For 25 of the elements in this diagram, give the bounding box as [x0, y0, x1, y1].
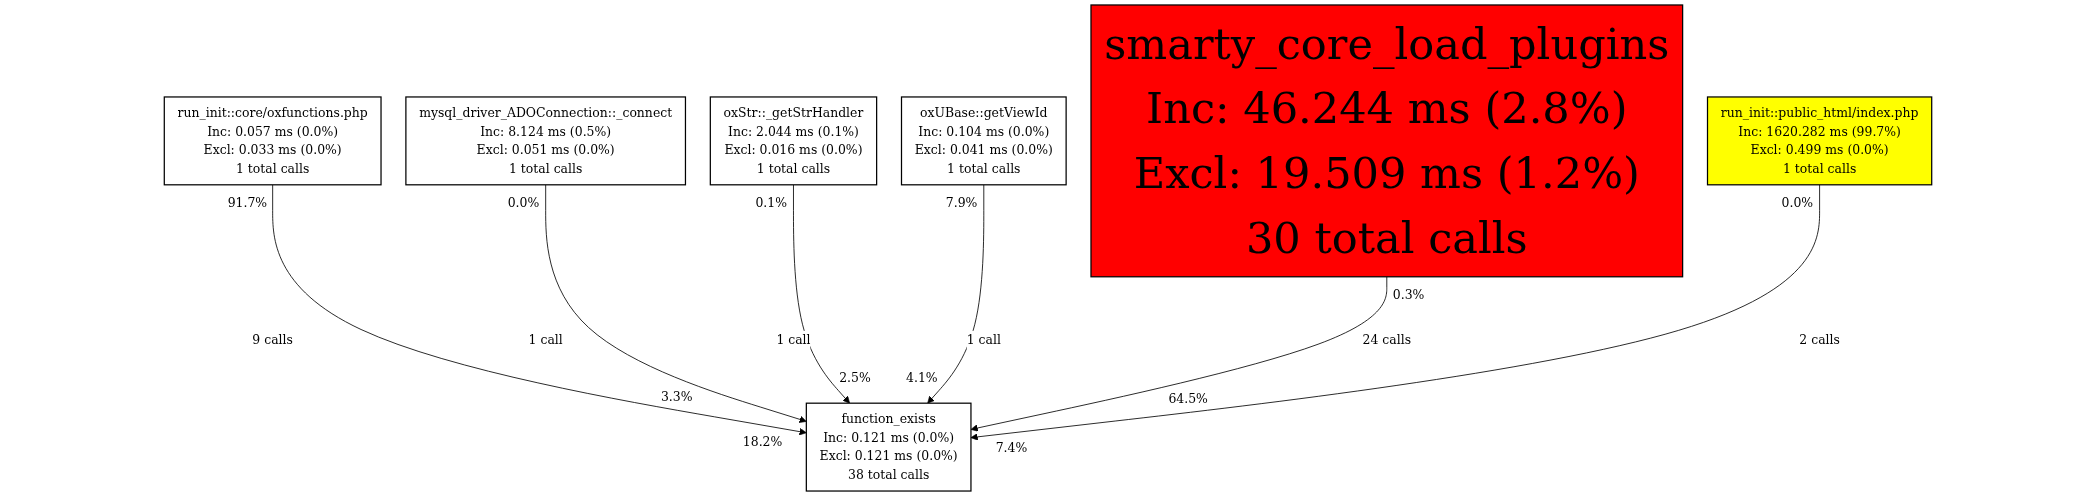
node-box: oxStr::_getStrHandler Inc: 2.044 ms (0.1%) Excl: 0.016 ms (0.0%) 1 total calls	[709, 96, 878, 186]
edge-label: 24 calls	[1362, 332, 1412, 348]
edge-label: 2 calls	[1799, 332, 1840, 348]
node-box: oxUBase::getViewId Inc: 0.104 ms (0.0%) Excl: 0.041 ms (0.0%) 1 total calls	[900, 96, 1067, 186]
edge-label: 1 call	[528, 332, 563, 348]
percentage-label: 3.3%	[660, 390, 693, 404]
node-box: run_init::public_html/index.php Inc: 1620.282 ms (99.7%) Excl: 0.499 ms (0.0%) 1 total calls	[1706, 96, 1933, 186]
edge-label: 1 call	[966, 332, 1001, 348]
node-box: run_init::core/oxfunctions.php Inc: 0.057 ms (0.0%) Excl: 0.033 ms (0.0%) 1 total calls	[163, 96, 382, 186]
node-box: function_exists Inc: 0.121 ms (0.0%) Excl: 0.121 ms (0.0%) 38 total calls	[805, 402, 972, 492]
percentage-label: 7.9%	[945, 196, 978, 211]
percentage-label: 2.5%	[839, 370, 871, 385]
percentage-label: 0.1%	[755, 196, 788, 211]
percentage-label: 0.0%	[1781, 196, 1814, 211]
percentage-label: 64.5%	[1168, 391, 1208, 406]
percentage-label: 18.2%	[742, 434, 783, 449]
percentage-label: 4.1%	[906, 370, 938, 385]
percentage-label: 91.7%	[227, 196, 268, 211]
percentage-label: 7.4%	[995, 440, 1028, 455]
edge-label: 9 calls	[252, 332, 293, 348]
edge-label: 1 call	[776, 332, 811, 348]
percentage-label: 0.3%	[1392, 288, 1425, 303]
percentage-label: 0.0%	[507, 196, 540, 211]
node-box: mysql_driver_ADOConnection::_connect Inc: 8.124 ms (0.5%) Excl: 0.051 ms (0.0%) 1 total calls	[405, 96, 687, 186]
node-box: smarty_core_load_plugins Inc: 46.244 ms (2.8%) Excl: 19.509 ms (1.2%) 30 total calls	[1090, 4, 1684, 278]
